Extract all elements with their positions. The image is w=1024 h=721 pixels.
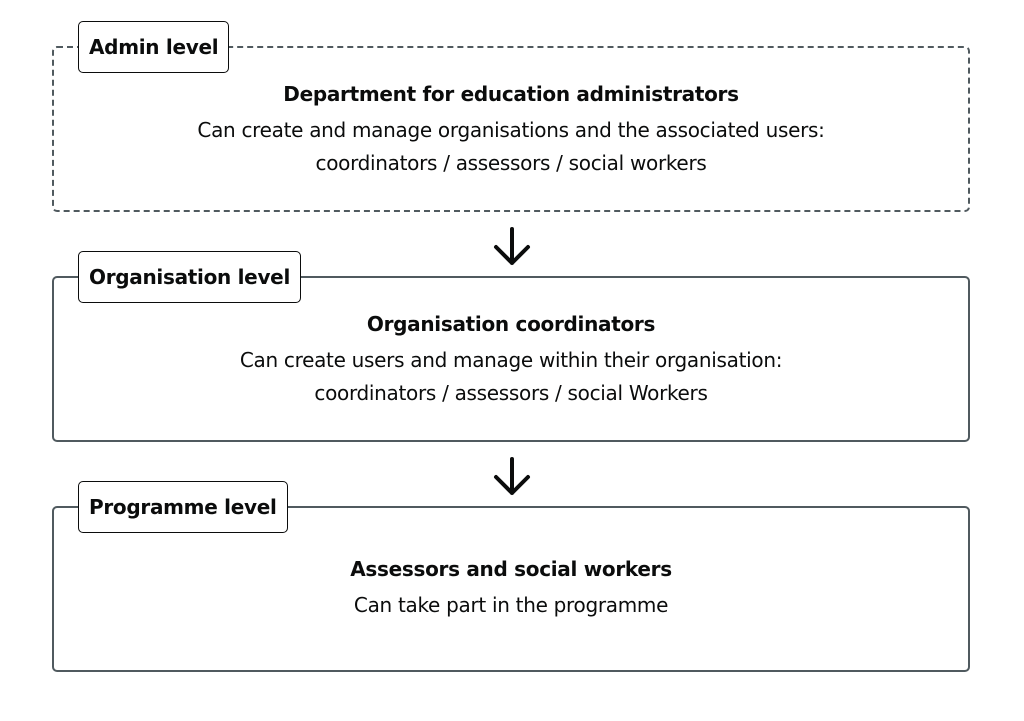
organisation-level-title: Organisation coordinators [366,312,656,336]
admin-level-box: Admin level Department for education adm… [52,21,970,212]
programme-level-title: Assessors and social workers [350,557,672,581]
admin-level-content: Department for education administrators … [54,81,968,180]
organisation-level-description-line-2: coordinators / assessors / social Worker… [314,381,708,405]
organisation-level-description-line-1: Can create users and manage within their… [239,348,783,372]
admin-level-tag: Admin level [78,21,230,73]
programme-level-description-line-1: Can take part in the programme [353,593,669,617]
organisation-level-description: Can create users and manage within their… [54,344,968,410]
admin-level-title: Department for education administrators [283,82,739,106]
admin-level-description: Can create and manage organisations and … [54,114,968,180]
programme-level-box: Programme level Assessors and social wor… [52,481,970,672]
down-arrow-icon [494,457,530,495]
organisation-level-tag: Organisation level [78,251,302,303]
organisation-level-box: Organisation level Organisation coordina… [52,251,970,442]
programme-level-description: Can take part in the programme [54,589,968,622]
admin-level-description-line-1: Can create and manage organisations and … [197,118,825,142]
admin-level-description-line-2: coordinators / assessors / social worker… [315,151,707,175]
programme-level-tag: Programme level [78,481,288,533]
organisation-level-content: Organisation coordinators Can create use… [54,311,968,410]
programme-level-content: Assessors and social workers Can take pa… [54,556,968,622]
down-arrow-icon [494,227,530,265]
